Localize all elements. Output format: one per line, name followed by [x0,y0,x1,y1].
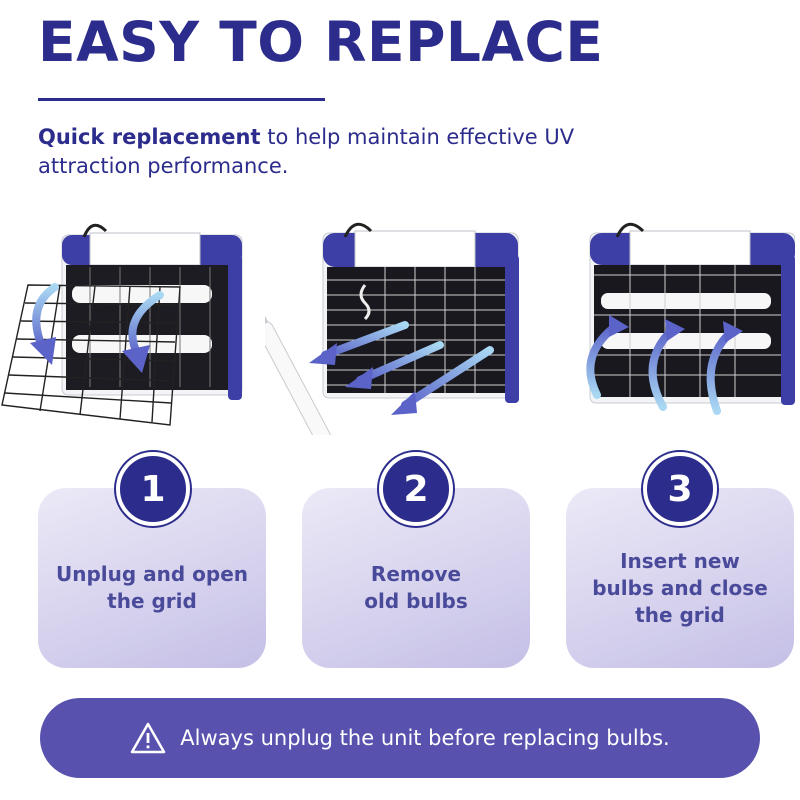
product-image-remove-bulbs [265,215,525,435]
warning-text: Always unplug the unit before replacing … [180,726,670,750]
step-3-label: Insert new bulbs and close the grid [592,548,768,627]
step-2-number-badge: 2 [379,452,453,526]
warning-banner: Always unplug the unit before replacing … [40,698,760,778]
product-open-grid-illustration [1,223,243,426]
step-3-number-badge: 3 [643,452,717,526]
step-2-label: Remove old bulbs [364,562,468,613]
subtitle-rest: to help maintain effective UV attraction… [38,125,575,178]
warning-triangle-icon [130,722,166,754]
step-1-number-badge: 1 [116,452,190,526]
product-insert-bulbs-illustration [586,222,795,415]
step-1-label: Unplug and open the grid [55,562,249,613]
product-image-insert-bulbs [535,215,795,435]
title-underline [38,98,325,101]
product-image-open-grid [0,215,260,435]
subtitle: Quick replacement to help maintain effec… [38,123,598,181]
product-remove-bulbs-illustration [265,222,519,435]
page-title: EASY TO REPLACE [38,10,604,74]
subtitle-bold: Quick replacement [38,125,261,149]
